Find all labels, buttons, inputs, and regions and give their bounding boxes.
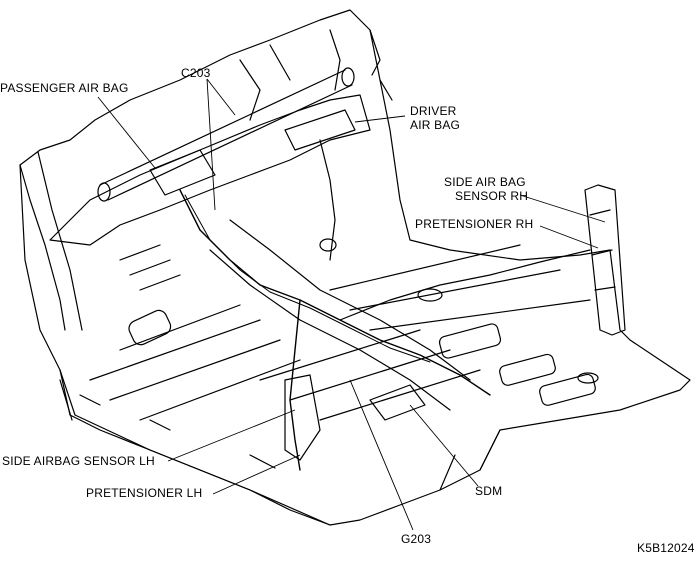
figure-id: K5B12024 (637, 541, 695, 555)
label-passenger-air-bag: PASSENGER AIR BAG (0, 81, 129, 95)
label-driver-air-bag-line1: DRIVER (410, 104, 457, 118)
leader-c203 (206, 78, 236, 211)
leader-g203 (349, 379, 414, 531)
label-sdm: SDM (475, 484, 503, 498)
label-driver-air-bag-line2: AIR BAG (410, 118, 461, 132)
center-tunnel (209, 219, 471, 411)
passenger-airbag-module (149, 149, 216, 196)
label-side-air-bag-sensor-rh-line1: SIDE AIR BAG (444, 175, 526, 189)
label-pretensioner-lh: PRETENSIONER LH (86, 486, 203, 500)
label-pretensioner-rh: PRETENSIONER RH (415, 217, 534, 231)
leader-side-airbag-sensor-lh (167, 409, 296, 462)
label-g203: G203 (401, 532, 432, 546)
left-sill (59, 369, 331, 526)
cross-car-beam (99, 69, 353, 201)
leader-pretensioner-lh (212, 454, 301, 495)
left-sensor-bracket (284, 374, 321, 461)
leader-driver-air-bag (354, 115, 406, 123)
label-side-air-bag-sensor-rh-line2: SENSOR RH (455, 189, 529, 203)
leader-passenger-air-bag (97, 96, 156, 169)
sdm-module (369, 384, 426, 421)
driver-airbag-bracket (284, 109, 356, 151)
label-c203: C203 (181, 66, 211, 80)
leader-pretensioner-rh (539, 225, 599, 249)
right-pillar (584, 184, 626, 336)
label-side-airbag-sensor-lh: SIDE AIRBAG SENSOR LH (2, 454, 155, 468)
left-pillar (19, 151, 83, 331)
leader-side-air-bag-sensor-rh (519, 194, 606, 223)
leader-sdm (409, 404, 479, 487)
